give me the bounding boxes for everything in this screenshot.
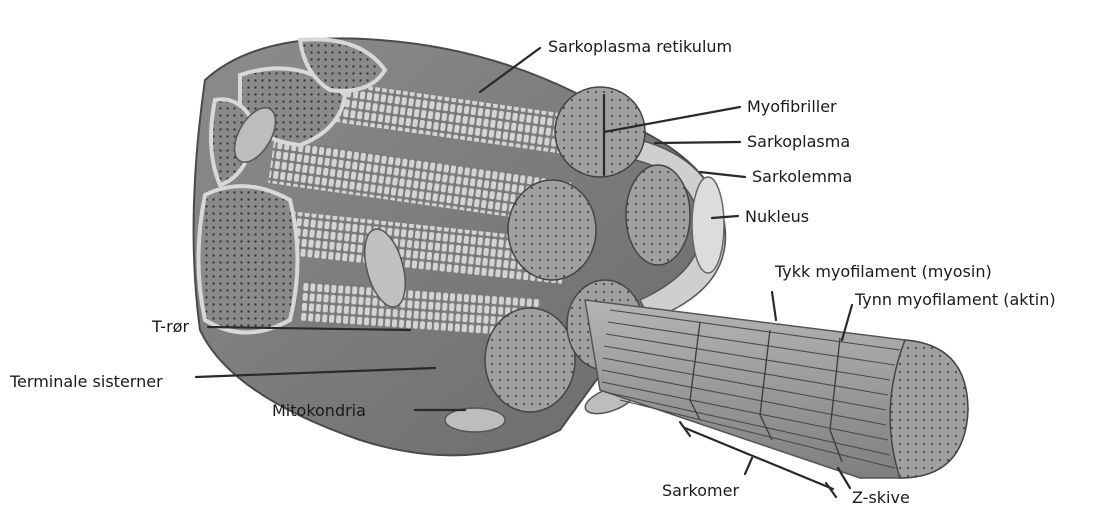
myofibril-end-1 [555,87,645,177]
label-z-skive: Z-skive [852,488,910,506]
label-mitokondria: Mitokondria [272,401,366,420]
label-sarkoplasma-retikulum: Sarkoplasma retikulum [548,37,732,56]
nucleus-shape [692,177,724,273]
label-nukleus: Nukleus [745,207,809,226]
myofibril-cable-end [890,340,968,478]
label-t-ror: T-rør [151,317,189,336]
label-terminale-sisterner: Terminale sisterner [9,372,163,391]
label-sarkoplasma: Sarkoplasma [747,132,850,151]
mitochondrion-3 [445,408,505,432]
label-sarkolemma: Sarkolemma [752,167,852,186]
myofibril-end-3 [626,165,690,265]
myofibril-end-4 [485,308,575,412]
label-tynn-myofilament: Tynn myofilament (aktin) [854,290,1056,309]
label-tykk-myofilament: Tykk myofilament (myosin) [774,262,992,281]
label-sarkomer: Sarkomer [662,481,739,500]
label-myofibriller: Myofibriller [747,97,837,116]
myofibril-face-1 [199,186,298,332]
myofibril-end-2 [508,180,596,280]
